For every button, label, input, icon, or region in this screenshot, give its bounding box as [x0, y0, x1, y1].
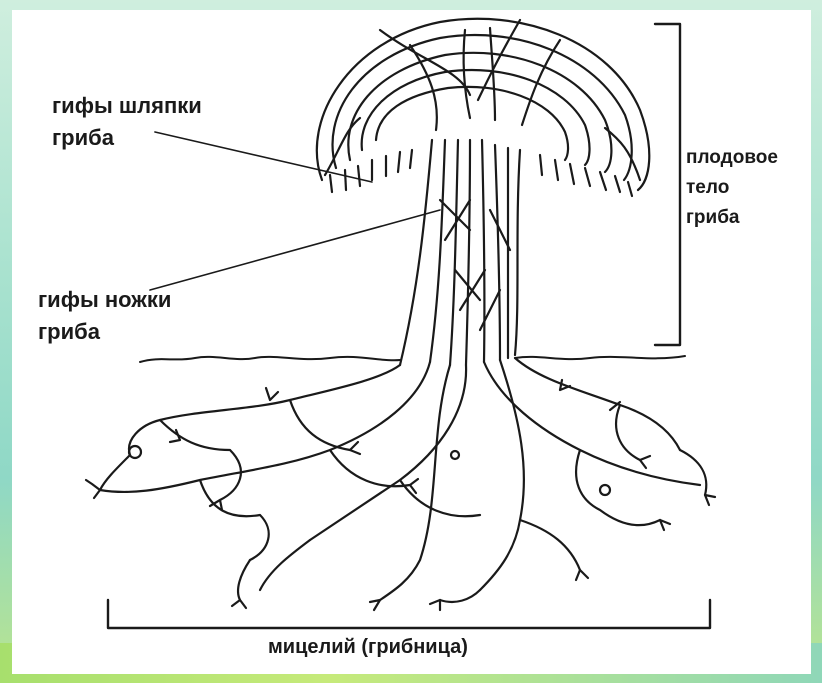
fruiting-body-label-line2: тело [686, 173, 778, 203]
fruiting-body-bracket [655, 24, 680, 345]
stem-hyphae-label: гифы ножки гриба [38, 284, 171, 348]
cap-hyphae-label-line1: гифы шляпки [52, 90, 202, 122]
mycelium-bracket [108, 600, 710, 628]
mycelium-network [86, 358, 715, 610]
mycelium-label: мицелий (грибница) [268, 634, 468, 660]
soil-line [140, 356, 685, 362]
fruiting-body-label-line3: гриба [686, 203, 778, 233]
stem-hyphae-label-line2: гриба [38, 316, 171, 348]
fruiting-body-label-line1: плодовое [686, 143, 778, 173]
mushroom-stem [400, 140, 520, 365]
cap-hyphae-label-line2: гриба [52, 122, 202, 154]
cap-hyphae-label: гифы шляпки гриба [52, 90, 202, 154]
stem-hyphae-label-line1: гифы ножки [38, 284, 171, 316]
stem-hyphae-leader [150, 210, 440, 290]
fruiting-body-label: плодовое тело гриба [686, 143, 778, 233]
